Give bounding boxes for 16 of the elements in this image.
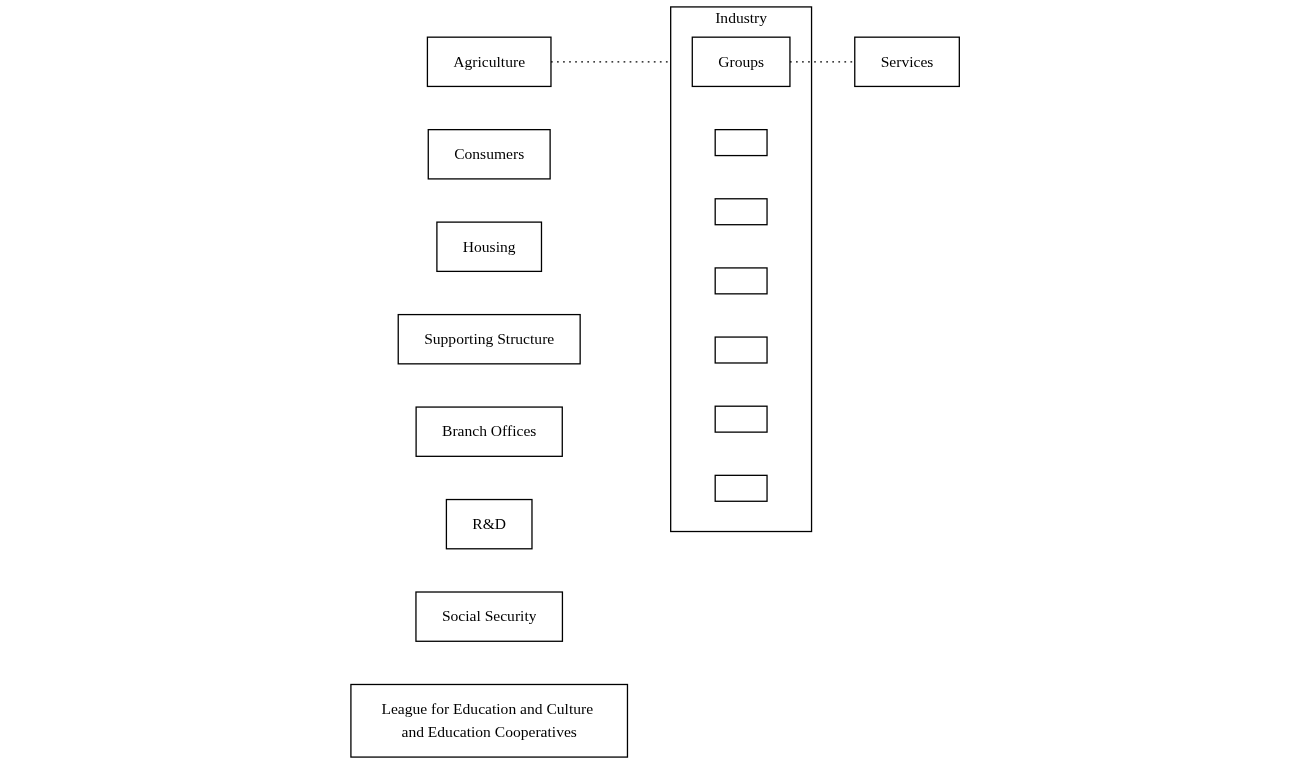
node-box: [714, 198, 769, 226]
node-box: Agriculture: [427, 36, 552, 88]
node-box: Consumers: [428, 129, 552, 180]
node-box: Groups: [692, 36, 791, 88]
node-box: League for Education and Culture and Education Cooperatives: [350, 683, 629, 758]
node-box: [714, 405, 769, 433]
node-box: Branch Offices: [415, 406, 564, 457]
node-box: Supporting Structure: [397, 313, 582, 365]
node-box: Services: [854, 36, 961, 88]
node-box: Housing: [436, 221, 543, 273]
node-box: [714, 474, 769, 502]
node-box: [714, 267, 769, 295]
node-box: Social Security: [415, 591, 564, 642]
node-box: R&D: [446, 498, 533, 550]
node-box: [714, 336, 769, 364]
node-box: [714, 129, 769, 157]
